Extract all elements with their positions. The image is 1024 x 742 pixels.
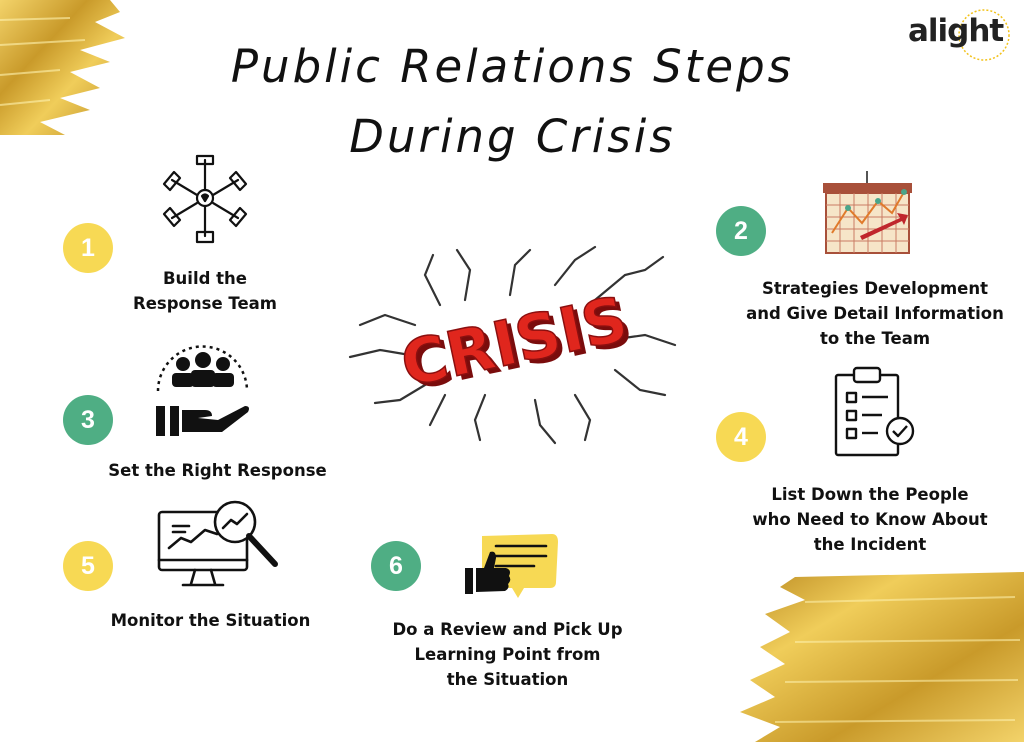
page-title-line-1: Public Relations Steps — [230, 40, 795, 93]
step-1-label-line-1: Build the — [162, 269, 247, 288]
step-4-label: List Down the People who Need to Know Ab… — [745, 482, 995, 557]
step-4-label-line-1: List Down the People — [771, 485, 969, 504]
step-1-label: Build the Response Team — [100, 266, 310, 316]
alight-logo: alight — [906, 5, 1021, 65]
team-in-hand-icon — [156, 345, 249, 436]
monitor-analytics-icon — [157, 500, 278, 587]
step-1-label-line-2: Response Team — [133, 294, 277, 313]
gold-brush-decoration-top-left — [0, 0, 125, 135]
step-5-label-line-1: Monitor the Situation — [110, 611, 311, 630]
step-3-label-line-1: Set the Right Response — [108, 461, 327, 480]
step-6-label-line-2: Learning Point from — [414, 645, 601, 664]
teamwork-hands-icon — [162, 154, 248, 244]
strategy-chart-board-icon — [823, 171, 912, 254]
logo-brand-text: alight — [908, 13, 1004, 49]
step-2-label-line-3: to the Team — [819, 329, 931, 348]
step-5-label: Monitor the Situation — [88, 608, 333, 633]
crisis-crack-illustration: CRISIS CRISIS — [348, 245, 677, 445]
step-3-badge: 3 — [63, 395, 113, 445]
clipboard-checklist-icon — [834, 366, 915, 457]
step-4-label-line-3: the Incident — [813, 535, 927, 554]
step-6-label: Do a Review and Pick Up Learning Point f… — [385, 617, 630, 692]
step-5-badge: 5 — [63, 541, 113, 591]
step-2-label: Strategies Development and Give Detail I… — [735, 276, 1015, 351]
page-title-line-2: During Crisis — [349, 110, 676, 163]
step-4-badge: 4 — [716, 412, 766, 462]
step-6-label-line-1: Do a Review and Pick Up — [392, 620, 623, 639]
step-3-label: Set the Right Response — [85, 458, 350, 483]
step-2-label-line-1: Strategies Development — [762, 279, 988, 298]
step-6-badge: 6 — [371, 541, 421, 591]
step-4-label-line-2: who Need to Know About — [752, 510, 988, 529]
step-1-badge: 1 — [63, 223, 113, 273]
logo-ring-icon — [958, 9, 1010, 61]
step-2-badge: 2 — [716, 206, 766, 256]
thumbs-up-feedback-icon — [465, 534, 558, 598]
step-6-label-line-3: the Situation — [446, 670, 569, 689]
step-2-label-line-2: and Give Detail Information — [746, 304, 1004, 323]
gold-brush-decoration-bottom-right — [740, 572, 1024, 742]
